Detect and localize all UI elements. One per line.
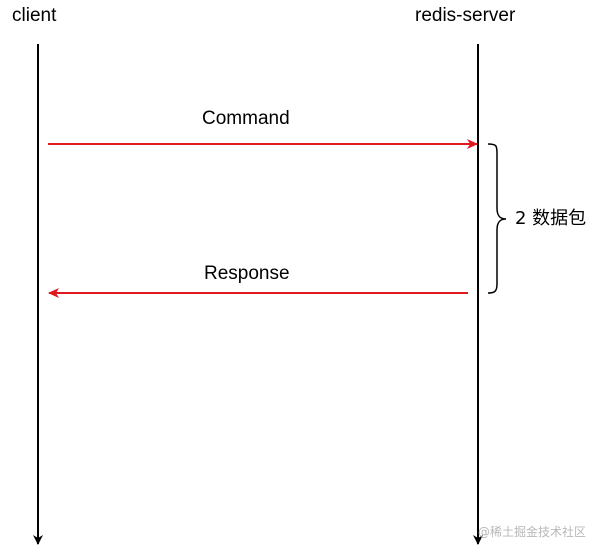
response-label: Response bbox=[204, 263, 290, 284]
client-label: client bbox=[12, 5, 57, 26]
command-label: Command bbox=[202, 108, 290, 129]
watermark: @稀土掘金技术社区 bbox=[478, 525, 587, 539]
server-label: redis-server bbox=[415, 5, 516, 26]
packet-count-label: 2 数据包 bbox=[515, 208, 587, 229]
packet-brace bbox=[487, 143, 507, 294]
